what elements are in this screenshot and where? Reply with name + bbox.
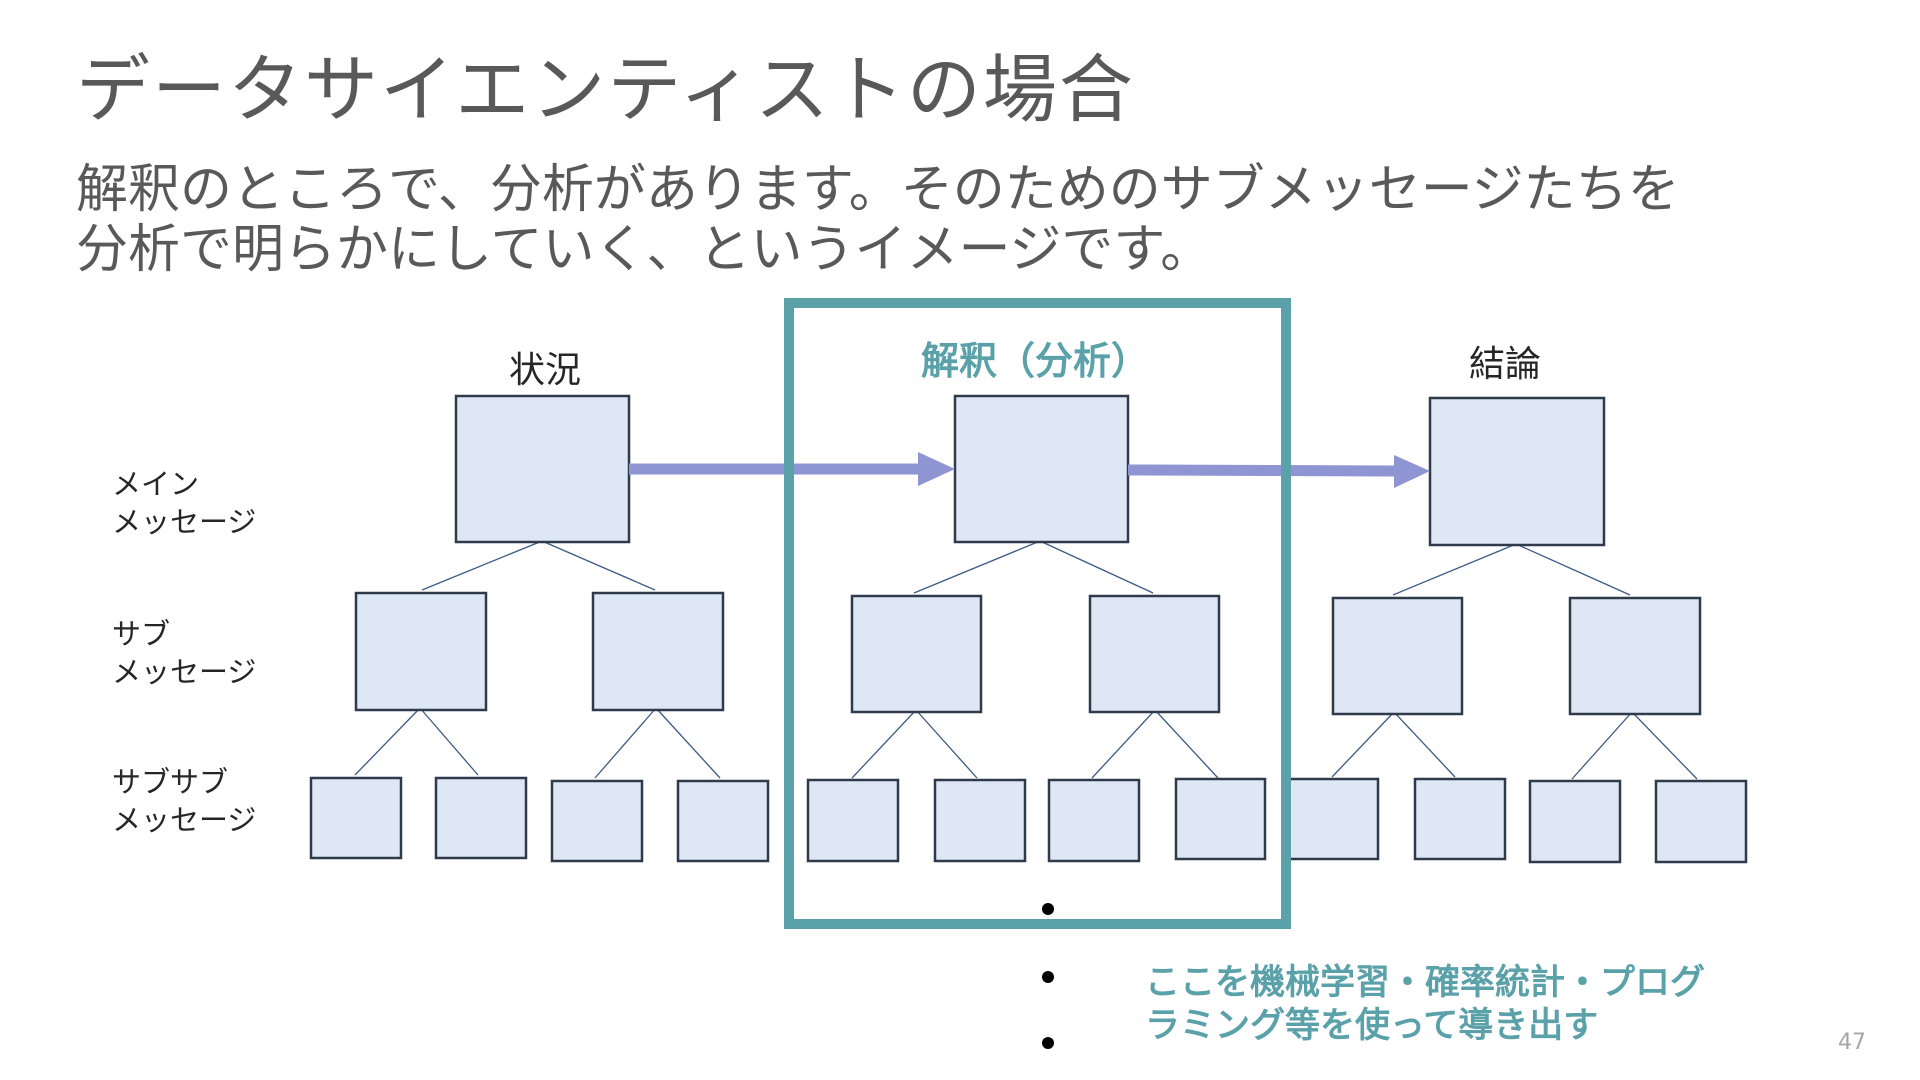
sub-sub-message-box (933, 778, 1027, 863)
column-label-conclusion: 結論 (1469, 344, 1541, 385)
connector (915, 709, 978, 779)
slide-title: データサイエンティストの場合 (76, 47, 1135, 133)
sub-sub-message-box (806, 778, 900, 863)
row-label-sub-line-2: メッセージ (112, 655, 257, 689)
row-label-sub-sub-message: サブサブ メッセージ (112, 763, 256, 839)
connector (594, 707, 657, 779)
sub-sub-message-box (309, 776, 403, 860)
slide-subtitle: 解釈のところで、分析があります。そのためのサブメッセージたちを 分析で明らかにし… (76, 160, 1680, 280)
sub-message-box (1331, 596, 1464, 716)
sub-sub-message-box (1286, 777, 1380, 861)
connector (851, 709, 917, 779)
main-message-box-interpretation (953, 394, 1130, 544)
connectors-interpretation (851, 540, 1219, 779)
connectors-situation (354, 540, 721, 779)
connector (1631, 711, 1698, 780)
sub-sub-message-box (1174, 777, 1267, 861)
bullet-dot (1042, 1037, 1054, 1049)
connector (354, 707, 421, 776)
row-label-sub-line-1: サブ (112, 617, 171, 651)
connector (419, 707, 479, 776)
sub-sub-message-box (1654, 779, 1748, 864)
analysis-note-line-1: ここを機械学習・確率統計・プログ (1145, 963, 1706, 1003)
row-label-main-message: メイン メッセージ (112, 465, 256, 541)
sub-sub-message-box (676, 779, 770, 863)
page-number: 47 (1838, 1030, 1866, 1055)
subtitle-line-1: 解釈のところで、分析があります。そのためのサブメッセージたちを (76, 160, 1680, 220)
sub-message-box (591, 591, 725, 712)
sub-sub-message-box (1413, 777, 1507, 861)
connector (1571, 711, 1633, 780)
analysis-note: ここを機械学習・確率統計・プログ ラミング等を使って導き出す (1145, 962, 1705, 1048)
sub-message-box (1568, 596, 1702, 716)
sub-sub-message-box (1047, 778, 1141, 863)
subtitle-line-2: 分析で明らかにしていく、というイメージです。 (76, 220, 1213, 280)
connector (1039, 540, 1154, 594)
connectors-conclusion (1331, 543, 1698, 780)
connector (1515, 543, 1631, 596)
bullet-dot (1042, 971, 1054, 983)
sub-sub-message-box (1528, 779, 1622, 864)
column-label-interpretation: 解釈（分析） (921, 339, 1149, 383)
sub-message-box (1088, 594, 1221, 714)
row-label-sub-message: サブ メッセージ (112, 615, 256, 691)
connector (655, 707, 721, 779)
sub-message-box (354, 591, 488, 712)
connector (1392, 543, 1517, 596)
column-label-situation: 状況 (509, 350, 581, 391)
row-label-subsub-line-2: メッセージ (112, 803, 257, 837)
sub-sub-message-box (550, 779, 644, 863)
analysis-note-line-2: ラミング等を使って導き出す (1145, 1006, 1599, 1046)
sub-sub-message-box (434, 776, 528, 860)
highlight-frame-interpretation (784, 298, 1291, 929)
row-label-main-line-1: メイン (112, 467, 200, 501)
connector (913, 540, 1041, 594)
flow-arrow-interpretation-to-conclusion (1127, 455, 1430, 488)
flow-arrow-situation-to-interpretation (629, 452, 955, 486)
connector (1091, 709, 1156, 779)
main-message-box-conclusion (1428, 396, 1606, 547)
connector (1154, 709, 1219, 779)
main-message-box-situation (454, 394, 631, 544)
connector (1331, 711, 1395, 778)
row-label-main-line-2: メッセージ (112, 505, 257, 539)
connector (1393, 711, 1456, 778)
sub-message-box (850, 594, 983, 714)
bullet-dot (1042, 903, 1054, 915)
connector (421, 540, 543, 591)
connector (541, 540, 656, 591)
row-label-subsub-line-1: サブサブ (112, 765, 229, 799)
